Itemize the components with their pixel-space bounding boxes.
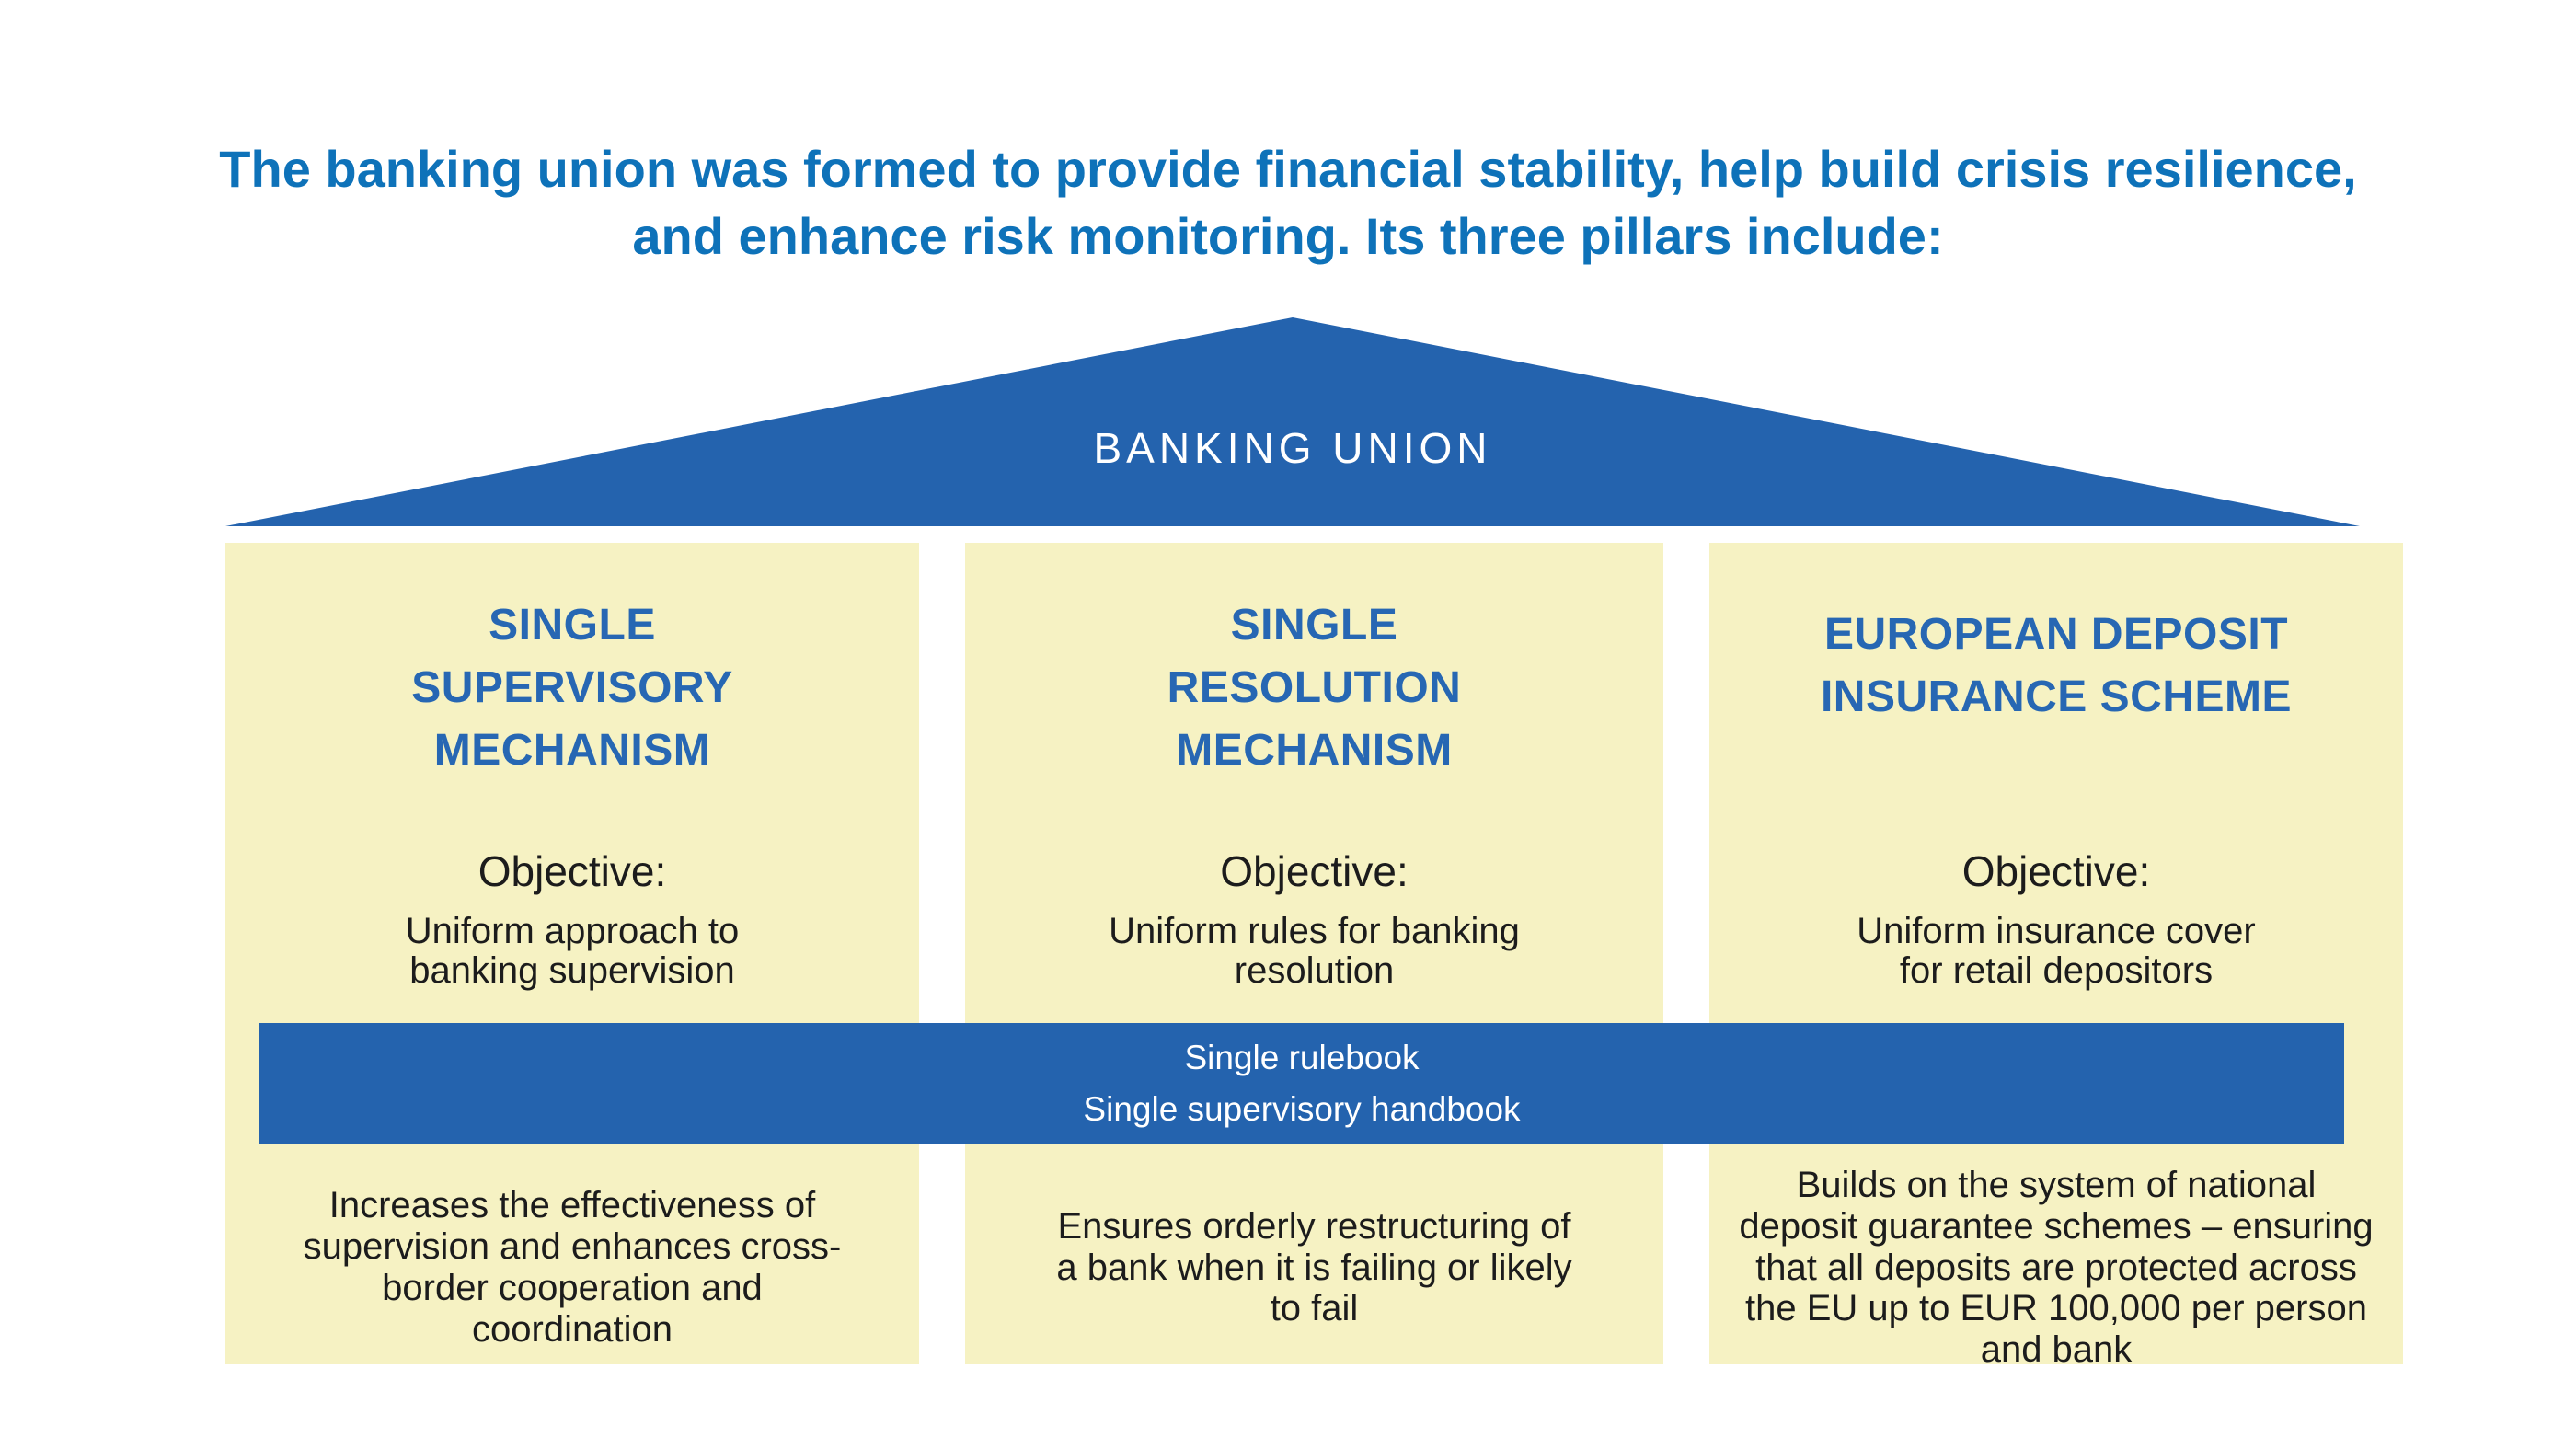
pillar-title-ssm: SINGLE SUPERVISORY MECHANISM xyxy=(411,601,733,776)
objective-block-edis: Objective: Uniform insurance cover for r… xyxy=(1709,846,2403,992)
pillar-description-srm: Ensures orderly restructuring of a bank … xyxy=(1056,1205,1572,1329)
banking-union-label: BANKING UNION xyxy=(1093,424,1492,472)
pillar-title-edis: EUROPEAN DEPOSIT INSURANCE SCHEME xyxy=(1820,610,2293,722)
objective-text-edis: Uniform insurance cover for retail depos… xyxy=(1857,911,2256,992)
objective-label-ssm: Objective: xyxy=(477,847,667,895)
pillars-container: SINGLE SUPERVISORY MECHANISM Objective: … xyxy=(225,543,2403,1371)
roof-triangle xyxy=(225,317,2360,526)
pillar-european-deposit-insurance-scheme: EUROPEAN DEPOSIT INSURANCE SCHEME Object… xyxy=(1709,543,2403,1371)
bar-line-single-rulebook: Single rulebook xyxy=(1184,1038,1420,1076)
pillar-description-ssm: Increases the effectiveness of supervisi… xyxy=(303,1185,842,1350)
pillar-single-supervisory-mechanism: SINGLE SUPERVISORY MECHANISM Objective: … xyxy=(225,543,919,1364)
pillar-single-resolution-mechanism: SINGLE RESOLUTION MECHANISM Objective: U… xyxy=(965,543,1663,1364)
objective-block-srm: Objective: Uniform rules for banking res… xyxy=(965,846,1663,992)
objective-text-ssm: Uniform approach to banking supervision xyxy=(405,911,740,992)
objective-label-edis: Objective: xyxy=(1961,847,2151,895)
pillar-title-srm: SINGLE RESOLUTION MECHANISM xyxy=(1167,601,1462,776)
objective-label-srm: Objective: xyxy=(1220,847,1409,895)
objective-text-srm: Uniform rules for banking resolution xyxy=(1109,911,1520,992)
pillar-description-edis: Builds on the system of national deposit… xyxy=(1739,1165,2374,1371)
single-rulebook-bar: Single rulebook Single supervisory handb… xyxy=(259,1023,2344,1144)
objective-block-ssm: Objective: Uniform approach to banking s… xyxy=(225,846,919,992)
page-title: The banking union was formed to provide … xyxy=(219,140,2357,265)
bar-line-single-supervisory-handbook: Single supervisory handbook xyxy=(1083,1090,1521,1128)
